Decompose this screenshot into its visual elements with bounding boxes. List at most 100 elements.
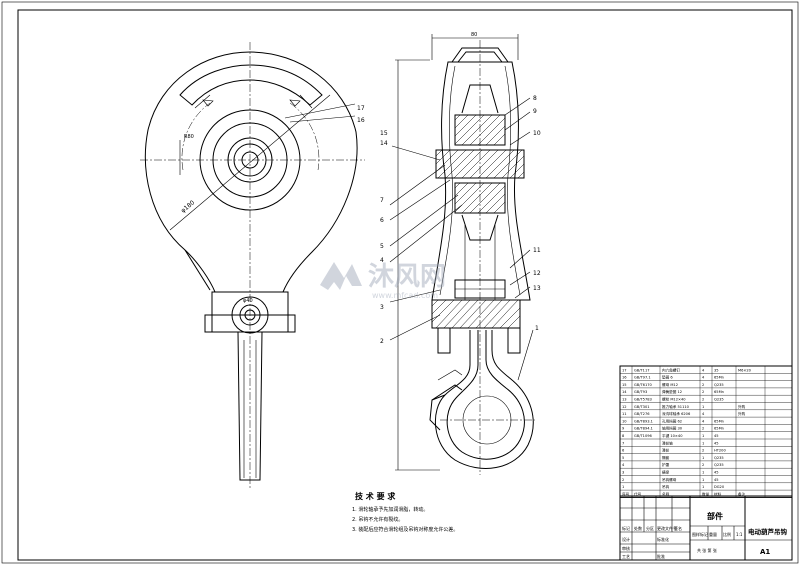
bom-cell: GB/T93 — [634, 390, 647, 394]
svg-text:签名: 签名 — [674, 525, 682, 531]
svg-text:图样标记: 图样标记 — [692, 531, 708, 537]
tech-req-heading: 技 术 要 求 — [355, 491, 396, 501]
bom-cell: GB/T1096 — [634, 434, 653, 438]
svg-text:11: 11 — [533, 247, 541, 254]
bom-cell: GB/T5783 — [634, 398, 652, 402]
bom-header-cell: 名称 — [662, 491, 670, 496]
svg-text:批准: 批准 — [657, 553, 665, 559]
bom-cell: 2 — [702, 398, 704, 402]
bom-cell: 17 — [622, 368, 627, 372]
svg-text:更改文件号: 更改文件号 — [657, 525, 677, 531]
bom-cell: 5 — [622, 456, 624, 460]
bom-cell: 4 — [622, 463, 625, 467]
svg-text:分区: 分区 — [646, 525, 654, 531]
bom-cell: 滑轮轴 — [662, 440, 673, 445]
svg-text:工艺: 工艺 — [622, 554, 630, 559]
inner-frame — [17, 9, 793, 561]
callout-10: 10 — [509, 130, 541, 146]
bom-cell: 4 — [702, 368, 705, 372]
bom-cell: 45 — [714, 478, 719, 482]
bom-cell: 65Mn — [714, 376, 724, 380]
bom-cell: 孔用挡圈 62 — [662, 418, 682, 423]
callout-11: 11 — [509, 247, 541, 269]
bom-cell: 推力轴承 51110 — [662, 404, 690, 409]
svg-text:14: 14 — [380, 140, 388, 147]
bom-cell: Q235 — [714, 456, 724, 460]
bom-cell: 2 — [622, 478, 624, 482]
bom-cell: 6 — [622, 449, 625, 453]
bom-cell: 吊钩螺母 — [662, 477, 677, 482]
callout-5: 5 — [380, 194, 459, 250]
svg-text:审核: 审核 — [622, 545, 630, 551]
section-view: 80 — [395, 32, 535, 475]
svg-text:1:1: 1:1 — [736, 532, 743, 537]
callouts: 7 6 5 4 3 2 1 8 9 10 11 12 13 14 15 16 1… — [357, 95, 541, 381]
svg-text:16: 16 — [357, 117, 365, 124]
callout-13: 13 — [514, 285, 541, 299]
bom-header-cell: 材料 — [714, 491, 722, 496]
svg-text:17: 17 — [357, 105, 365, 112]
bom-cell: 45 — [714, 434, 719, 438]
bom-cell: 垫圈 6 — [662, 375, 673, 380]
bom-cell: 轴用挡圈 30 — [662, 426, 683, 431]
bom-cell: 1 — [702, 434, 704, 438]
tech-req-item: 1. 滑轮轴承予先加润滑脂，转动。 — [352, 506, 428, 513]
bom-cell: 2 — [702, 463, 704, 467]
bom-cell: 外购 — [738, 404, 746, 409]
callout-2: 2 — [380, 314, 441, 345]
bom-cell: 2 — [702, 449, 704, 453]
bom-cell: 1 — [702, 456, 704, 460]
svg-text:15: 15 — [380, 130, 388, 137]
bom-cell: M6×20 — [738, 368, 752, 372]
bom-cell: 45 — [714, 471, 719, 475]
bom-cell: 4 — [702, 376, 705, 380]
callout-1: 1 — [517, 325, 539, 381]
bom-cell: 2 — [702, 390, 704, 394]
bom-cell: 65Mn — [714, 390, 724, 394]
bom-cell: HT200 — [714, 449, 726, 453]
bom-cell: 1 — [702, 441, 704, 445]
bom-cell: 2 — [702, 427, 704, 431]
bom-cell: 35 — [714, 368, 719, 372]
svg-text:R80: R80 — [184, 134, 194, 140]
bom-cell: 8 — [622, 434, 625, 438]
bom-cell: 16 — [622, 376, 627, 380]
tech-req-item: 2. 吊钩不允许有裂纹。 — [352, 516, 403, 523]
bom-cell: 9 — [622, 427, 625, 431]
watermark: 沐风网 www.mfcad.com — [320, 262, 446, 300]
svg-text:共 张 第 张: 共 张 第 张 — [697, 547, 717, 553]
bom-cell: 1 — [702, 478, 704, 482]
bom-cell: 12 — [622, 405, 627, 409]
svg-text:9: 9 — [533, 108, 537, 115]
svg-text:设计: 设计 — [622, 536, 630, 542]
bom-cell: 4 — [702, 419, 705, 423]
bom-cell: GB/T117 — [634, 368, 650, 372]
bom-cell: 7 — [622, 441, 624, 445]
side-view: φ180 φ40 R80 — [140, 42, 365, 490]
watermark-url: www.mfcad.com — [372, 291, 438, 300]
bom-cell: 3 — [622, 471, 624, 475]
bom-cell: GB/T893.1 — [634, 419, 653, 423]
svg-text:处数: 处数 — [634, 525, 642, 531]
svg-text:标记: 标记 — [622, 525, 630, 531]
svg-text:φ180: φ180 — [180, 199, 196, 214]
bom-cell: 13 — [622, 398, 627, 402]
bom-cell: DG20 — [714, 485, 725, 489]
tech-req-item: 3. 装配后应符合滑轮组及吊钩对称度允许公差。 — [352, 526, 458, 533]
bom-cell: 15 — [622, 383, 627, 387]
bom-cell: 内六角螺钉 — [662, 367, 680, 372]
svg-text:2: 2 — [380, 338, 384, 345]
bom-cell: 1 — [622, 485, 624, 489]
bom-cell: 吊钩 — [662, 484, 670, 489]
bom-cell: GB/T97.1 — [634, 376, 651, 380]
bom-cell: 11 — [622, 412, 627, 416]
drawing-title: 电动葫芦吊钩 — [748, 527, 788, 536]
svg-text:比例: 比例 — [723, 531, 731, 537]
bom-cell: 螺栓 M12×40 — [662, 397, 686, 402]
bom-cell: GB/T6170 — [634, 383, 653, 387]
bom-cell: 2 — [702, 383, 704, 387]
bom-cell: GB/T301 — [634, 405, 650, 409]
